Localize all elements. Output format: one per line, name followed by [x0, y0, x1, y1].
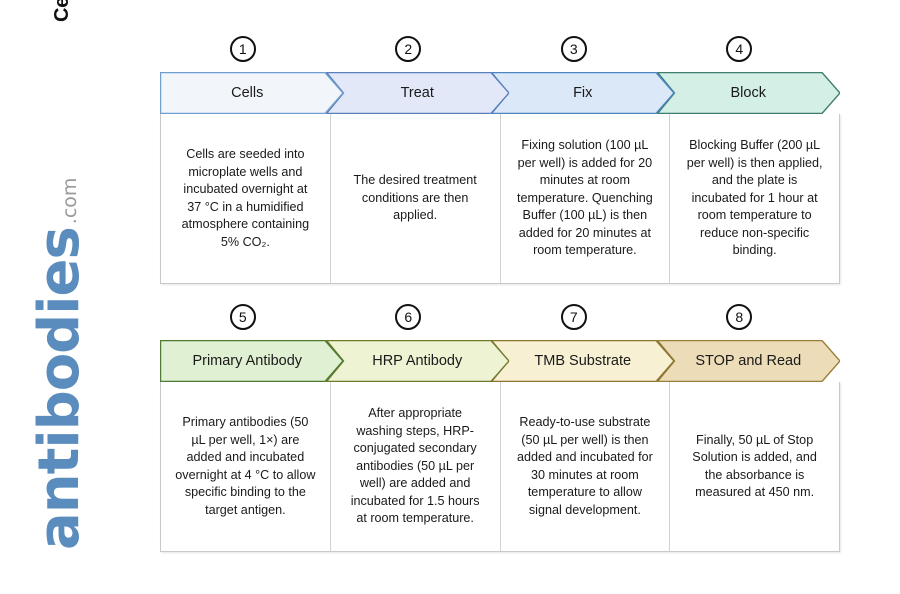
step-number-label: 6: [404, 309, 413, 325]
step-description-text: Finally, 50 µL of Stop Solution is added…: [692, 432, 817, 500]
step-description-text: Cells are seeded into microplate wells a…: [181, 147, 310, 249]
page-title-line-1: Cell Based ELISA Kits: [50, 0, 75, 22]
step-description-5: Primary antibodies (50 µL per well, 1×) …: [161, 382, 331, 551]
step-description-text: The desired treatment conditions are the…: [353, 173, 477, 223]
step-chevron-3[interactable]: Fix: [491, 72, 675, 114]
step-chevron-8[interactable]: STOP and Read: [656, 340, 840, 382]
step-label-7: TMB Substrate: [534, 353, 632, 369]
step-description-text: Blocking Buffer (200 µL per well) is the…: [686, 138, 823, 258]
step-description-8: Finally, 50 µL of Stop Solution is added…: [670, 382, 839, 551]
step-number-8: 8: [726, 304, 753, 330]
step-chevron-7[interactable]: TMB Substrate: [491, 340, 675, 382]
step-description-text: Primary antibodies (50 µL per well, 1×) …: [175, 415, 316, 517]
step-label-1: Cells: [231, 85, 264, 101]
step-number-label: 7: [569, 309, 578, 325]
step-label-4: Block: [730, 85, 766, 101]
protocol-row-1: 1 2 3 4 Cells Treat Fix Block Cells are seeded…: [160, 36, 840, 284]
step-description-text: After appropriate washing steps, HRP-con…: [350, 406, 480, 526]
step-number-band-2: 5 6 7 8: [160, 304, 840, 340]
step-chevron-5[interactable]: Primary Antibody: [160, 340, 344, 382]
brand-logo-tld: .com: [59, 177, 81, 225]
step-description-text: Ready-to-use substrate (50 µL per well) …: [516, 415, 653, 517]
step-description-6: After appropriate washing steps, HRP-con…: [331, 382, 501, 551]
step-number-3: 3: [560, 36, 587, 62]
step-number-label: 8: [735, 309, 744, 325]
step-description-1: Cells are seeded into microplate wells a…: [161, 114, 331, 283]
step-number-6: 6: [395, 304, 422, 330]
step-chevron-6[interactable]: HRP Antibody: [325, 340, 509, 382]
step-number-1: 1: [229, 36, 256, 62]
step-description-7: Ready-to-use substrate (50 µL per well) …: [501, 382, 671, 551]
protocol-row-2: 5 6 7 8 Primary Antibody HRP Antibody TMB Sub…: [160, 304, 840, 552]
page-title: Cell Based ELISA Kits Quick Protocol: [50, 0, 170, 22]
step-description-3: Fixing solution (100 µL per well) is add…: [501, 114, 671, 283]
step-number-5: 5: [229, 304, 256, 330]
step-chevron-1[interactable]: Cells: [160, 72, 344, 114]
step-number-4: 4: [726, 36, 753, 62]
description-row-2: Primary antibodies (50 µL per well, 1×) …: [160, 382, 840, 552]
step-description-4: Blocking Buffer (200 µL per well) is the…: [670, 114, 839, 283]
step-description-2: The desired treatment conditions are the…: [331, 114, 501, 283]
step-chevron-2[interactable]: Treat: [325, 72, 509, 114]
page-title-line-2: Quick Protocol: [75, 0, 100, 22]
step-number-label: 4: [735, 41, 744, 57]
step-label-2: Treat: [400, 85, 434, 101]
brand-logo-word: antibodies: [27, 227, 92, 550]
step-number-7: 7: [560, 304, 587, 330]
brand-logo: antibodies .com: [27, 177, 92, 550]
step-number-label: 3: [569, 41, 578, 57]
step-number-2: 2: [395, 36, 422, 62]
step-chevron-4[interactable]: Block: [656, 72, 840, 114]
step-number-band-1: 1 2 3 4: [160, 36, 840, 72]
step-number-label: 2: [404, 41, 413, 57]
step-description-text: Fixing solution (100 µL per well) is add…: [516, 138, 653, 258]
step-label-5: Primary Antibody: [192, 353, 303, 369]
step-label-8: STOP and Read: [695, 353, 802, 369]
description-row-1: Cells are seeded into microplate wells a…: [160, 114, 840, 284]
step-label-3: Fix: [573, 85, 593, 101]
step-number-label: 1: [238, 41, 247, 57]
chevron-band-2: Primary Antibody HRP Antibody TMB Substrat…: [160, 340, 840, 382]
step-number-label: 5: [238, 309, 247, 325]
step-label-6: HRP Antibody: [372, 353, 463, 369]
chevron-band-1: Cells Treat Fix Block: [160, 72, 840, 114]
